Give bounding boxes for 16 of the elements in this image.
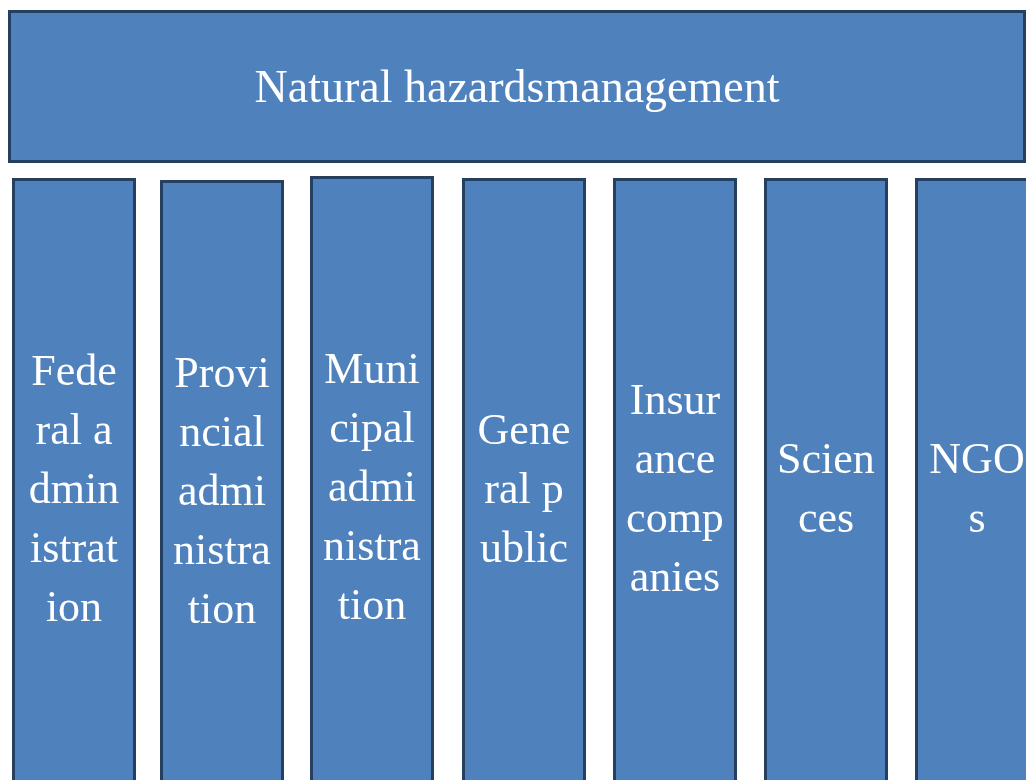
column-box <box>12 178 136 780</box>
header-title: Natural hazardsmanagement <box>254 60 780 113</box>
column-box <box>160 180 284 780</box>
column-label: Federal administration <box>27 344 121 633</box>
column-box <box>613 178 737 780</box>
column-label: NGOs <box>928 433 1026 544</box>
column-label: General public <box>476 403 572 574</box>
header-bar <box>8 10 1026 163</box>
column-box <box>462 178 586 780</box>
column-label: Insurance companies <box>626 374 724 603</box>
column-box <box>915 178 1026 780</box>
column-box <box>764 178 888 780</box>
column-label: Municipaladministration <box>323 342 421 631</box>
column-label: Sciences <box>777 433 875 544</box>
column-label: Provincialadministration <box>173 346 271 635</box>
column-box <box>310 176 434 780</box>
